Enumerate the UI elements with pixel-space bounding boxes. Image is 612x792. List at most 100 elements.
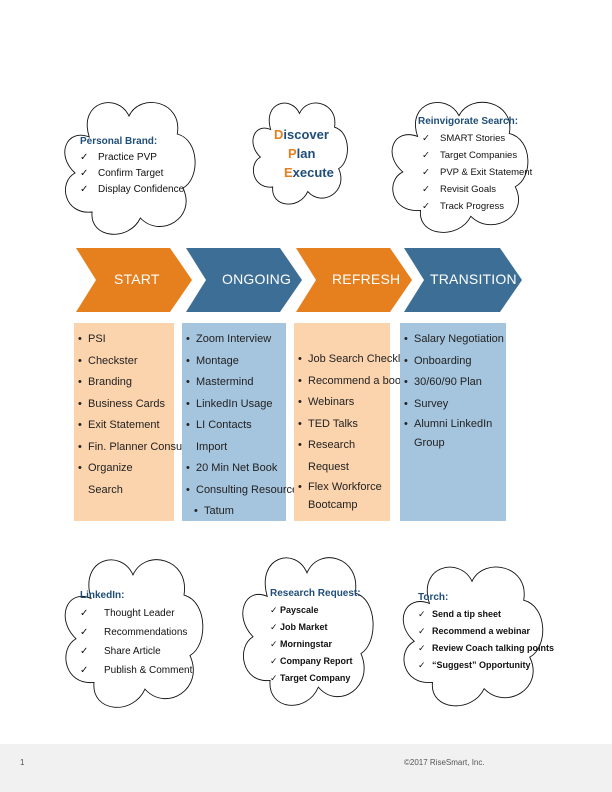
check-icon: ✓ — [418, 626, 426, 636]
linkedin-title: LinkedIn: — [80, 590, 125, 601]
list-item: ✓Display Confidence — [80, 182, 184, 198]
plan-word: Plan — [288, 146, 316, 161]
research-request-cloud: Research Request: ✓Payscale ✓Job Market … — [236, 546, 378, 714]
check-icon: ✓ — [422, 201, 430, 212]
list-item: 30/60/90 Plan — [404, 372, 502, 394]
list-item: ✓PVP & Exit Statement — [418, 164, 532, 181]
stage-arrow-transition: TRANSITION — [404, 248, 522, 312]
stage-label: ONGOING — [222, 271, 292, 287]
stage-label: REFRESH — [332, 271, 401, 287]
list-item: ✓Review Coach talking points — [418, 640, 554, 657]
check-icon: ✓ — [80, 152, 89, 163]
stage-arrow-refresh: REFRESH — [296, 248, 412, 312]
check-icon: ✓ — [418, 643, 426, 653]
check-icon: ✓ — [270, 605, 278, 615]
list-item: ✓Track Progress — [418, 198, 532, 215]
arrow-shape — [186, 248, 302, 312]
list-item: ✓Confirm Target — [80, 166, 184, 182]
cloud-shape — [248, 95, 351, 210]
list-item: ✓Practice PVP — [80, 150, 184, 166]
list-item: Job Search Checklist — [298, 349, 411, 371]
list-item: Branding — [78, 372, 170, 394]
list-item: LinkedIn Usage — [186, 394, 282, 416]
list-item: ✓Target Companies — [418, 147, 532, 164]
reinvigorate-search-cloud: Reinvigorate Search: ✓SMART Stories ✓Tar… — [385, 92, 533, 240]
cloud-shape — [58, 548, 208, 716]
stage-label: START — [114, 271, 160, 287]
list-item: ✓Target Company — [270, 670, 361, 687]
list-item: ✓Payscale — [270, 602, 361, 619]
check-icon: ✓ — [422, 184, 430, 195]
check-icon: ✓ — [270, 622, 278, 632]
discover-plan-execute-cloud: Discover Plan Execute — [248, 95, 351, 210]
page-footer: 1 ©2017 RiseSmart, Inc. — [0, 744, 612, 792]
check-icon: ✓ — [422, 150, 430, 161]
discover-word: Discover — [274, 127, 329, 142]
list-item: ✓Thought Leader — [80, 604, 192, 623]
stage-arrow-start: START — [76, 248, 192, 312]
arrow-shape — [296, 248, 412, 312]
list-item: ✓“Suggest” Opportunity — [418, 657, 554, 674]
list-item: Flex Workforce Bootcamp — [298, 478, 386, 514]
transition-column: Salary Negotiation Onboarding 30/60/90 P… — [400, 323, 506, 521]
list-item: TED Talks — [298, 414, 386, 436]
list-item: ✓Recommend a webinar — [418, 623, 554, 640]
check-icon: ✓ — [270, 673, 278, 683]
list-item: PSI — [78, 329, 170, 351]
check-icon: ✓ — [80, 184, 89, 195]
list-item: ✓Send a tip sheet — [418, 606, 554, 623]
list-item: Mastermind — [186, 372, 282, 394]
list-item: Consulting Resources — [186, 480, 304, 502]
torch-cloud: Torch: ✓Send a tip sheet ✓Recommend a we… — [396, 556, 554, 714]
list-item: Survey — [404, 394, 502, 416]
check-icon: ✓ — [422, 133, 430, 144]
list-item: Checkster — [78, 351, 170, 373]
torch-title: Torch: — [418, 592, 449, 603]
list-item: ✓Company Report — [270, 653, 361, 670]
list-subitem: Tatum — [186, 501, 282, 523]
stage-arrow-ongoing: ONGOING — [186, 248, 302, 312]
check-icon: ✓ — [80, 608, 89, 619]
list-item: Webinars — [298, 392, 386, 414]
list-item: 20 Min Net Book — [186, 458, 282, 480]
personal-brand-title: Personal Brand: — [80, 136, 158, 147]
start-column: PSI Checkster Branding Business Cards Ex… — [74, 323, 188, 521]
cloud-shape — [236, 546, 378, 714]
copyright-text: ©2017 RiseSmart, Inc. — [404, 758, 485, 767]
cloud-shape — [58, 92, 200, 242]
list-item: ✓SMART Stories — [418, 130, 532, 147]
list-item: ✓Recommendations — [80, 623, 192, 642]
list-item: Organize Search — [78, 458, 170, 501]
personal-brand-cloud: Personal Brand: ✓Practice PVP ✓Confirm T… — [58, 92, 200, 242]
check-icon: ✓ — [80, 627, 89, 638]
list-item: Fin. Planner Consult — [78, 437, 188, 459]
list-item: Montage — [186, 351, 282, 373]
check-icon: ✓ — [80, 665, 89, 676]
page-number: 1 — [20, 758, 25, 767]
check-icon: ✓ — [80, 646, 89, 657]
cloud-shape — [396, 556, 548, 714]
arrow-shape — [76, 248, 192, 312]
check-icon: ✓ — [422, 167, 430, 178]
list-item: Research Request — [298, 435, 386, 478]
list-item: ✓Morningstar — [270, 636, 361, 653]
reinvigorate-search-title: Reinvigorate Search: — [418, 116, 519, 127]
arrow-shape — [404, 248, 522, 312]
check-icon: ✓ — [270, 639, 278, 649]
list-item: ✓Share Article — [80, 642, 192, 661]
check-icon: ✓ — [80, 168, 89, 179]
research-request-title: Research Request: — [270, 588, 361, 599]
stage-label: TRANSITION — [430, 271, 517, 287]
ongoing-column: Zoom Interview Montage Mastermind Linked… — [182, 323, 304, 523]
list-item: Zoom Interview — [186, 329, 282, 351]
list-item: Alumni LinkedIn Group — [404, 415, 502, 453]
list-item: ✓Revisit Goals — [418, 181, 532, 198]
list-item: Recommend a book — [298, 371, 406, 393]
linkedin-cloud: LinkedIn: ✓Thought Leader ✓Recommendatio… — [58, 548, 208, 716]
list-item: Salary Negotiation — [404, 329, 504, 351]
list-item: Onboarding — [404, 351, 502, 373]
list-item: Business Cards — [78, 394, 170, 416]
list-item: LI Contacts Import — [186, 415, 282, 458]
check-icon: ✓ — [418, 609, 426, 619]
list-item: Exit Statement — [78, 415, 170, 437]
